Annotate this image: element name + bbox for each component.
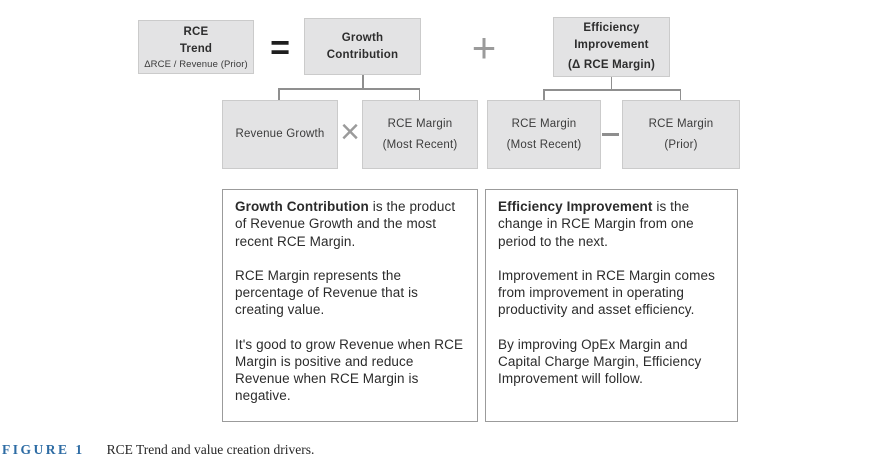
efficiency-improvement-line2: Improvement — [574, 38, 649, 51]
connector-left-drop2 — [418, 88, 420, 100]
growth-contribution-line2: Contribution — [326, 48, 399, 61]
figure-caption-label: FIGURE 1 — [2, 442, 85, 457]
figure-caption-text: RCE Trend and value creation drivers. — [106, 442, 315, 457]
growth-contribution-box: Growth Contribution — [304, 18, 421, 75]
rce-margin-recent-left-line1: RCE Margin — [387, 118, 453, 131]
growth-contribution-line1: Growth — [341, 31, 384, 44]
rce-margin-prior-line2: (Prior) — [664, 138, 698, 151]
efficiency-note-paragraph-3: By improving OpEx Margin and Capital Cha… — [498, 336, 702, 387]
revenue-growth-label: Revenue Growth — [235, 128, 325, 141]
figure-caption: FIGURE 1 RCE Trend and value creation dr… — [2, 442, 314, 458]
rce-margin-recent-right-box: RCE Margin (Most Recent) — [487, 100, 601, 169]
efficiency-note-paragraph-1: Efficiency Improvement is the change in … — [498, 198, 725, 250]
connector-right-stem — [610, 77, 612, 89]
efficiency-improvement-box: Efficiency Improvement (Δ RCE Margin) — [553, 17, 670, 77]
rce-margin-recent-right-line2: (Most Recent) — [506, 138, 582, 151]
plus-operator: + — [471, 24, 497, 71]
growth-contribution-note: Growth Contribution is the product of Re… — [222, 189, 478, 422]
rce-margin-recent-right-line1: RCE Margin — [511, 118, 577, 131]
growth-note-rest: is the product of Revenue Growth and the… — [235, 199, 456, 249]
rce-margin-recent-left-box: RCE Margin (Most Recent) — [362, 100, 478, 169]
connector-right-drop1 — [543, 89, 545, 100]
efficiency-note-paragraph-2: Improvement in RCE Margin comes from imp… — [498, 267, 715, 318]
growth-note-paragraph-2: RCE Margin represents the percentage of … — [235, 267, 419, 318]
revenue-growth-box: Revenue Growth — [222, 100, 338, 169]
connector-right-bar — [543, 89, 681, 91]
connector-left-bar — [278, 88, 420, 90]
efficiency-improvement-line3: (Δ RCE Margin) — [567, 59, 656, 72]
equals-operator: = — [270, 29, 290, 67]
rce-trend-line1: RCE — [183, 25, 209, 38]
connector-left-drop1 — [278, 88, 280, 100]
times-operator: × — [340, 113, 360, 151]
rce-trend-subtitle: ΔRCE / Revenue (Prior) — [144, 59, 248, 71]
connector-left-stem — [362, 75, 364, 88]
rce-trend-box: RCE Trend ΔRCE / Revenue (Prior) — [138, 20, 254, 74]
rce-margin-prior-box: RCE Margin (Prior) — [622, 100, 740, 169]
efficiency-note-lead: Efficiency Improvement — [498, 199, 653, 214]
growth-note-lead: Growth Contribution — [235, 199, 369, 214]
minus-operator — [602, 133, 619, 136]
rce-margin-recent-left-line2: (Most Recent) — [382, 138, 458, 151]
rce-trend-line2: Trend — [179, 42, 213, 55]
efficiency-note-rest: is the change in RCE Margin from one per… — [498, 199, 694, 249]
rce-margin-prior-line1: RCE Margin — [648, 118, 714, 131]
growth-note-paragraph-3: It's good to grow Revenue when RCE Margi… — [235, 336, 464, 404]
connector-right-drop2 — [679, 89, 681, 100]
growth-note-paragraph-1: Growth Contribution is the product of Re… — [235, 198, 465, 250]
efficiency-improvement-note: Efficiency Improvement is the change in … — [485, 189, 738, 422]
efficiency-improvement-line1: Efficiency — [583, 21, 640, 34]
